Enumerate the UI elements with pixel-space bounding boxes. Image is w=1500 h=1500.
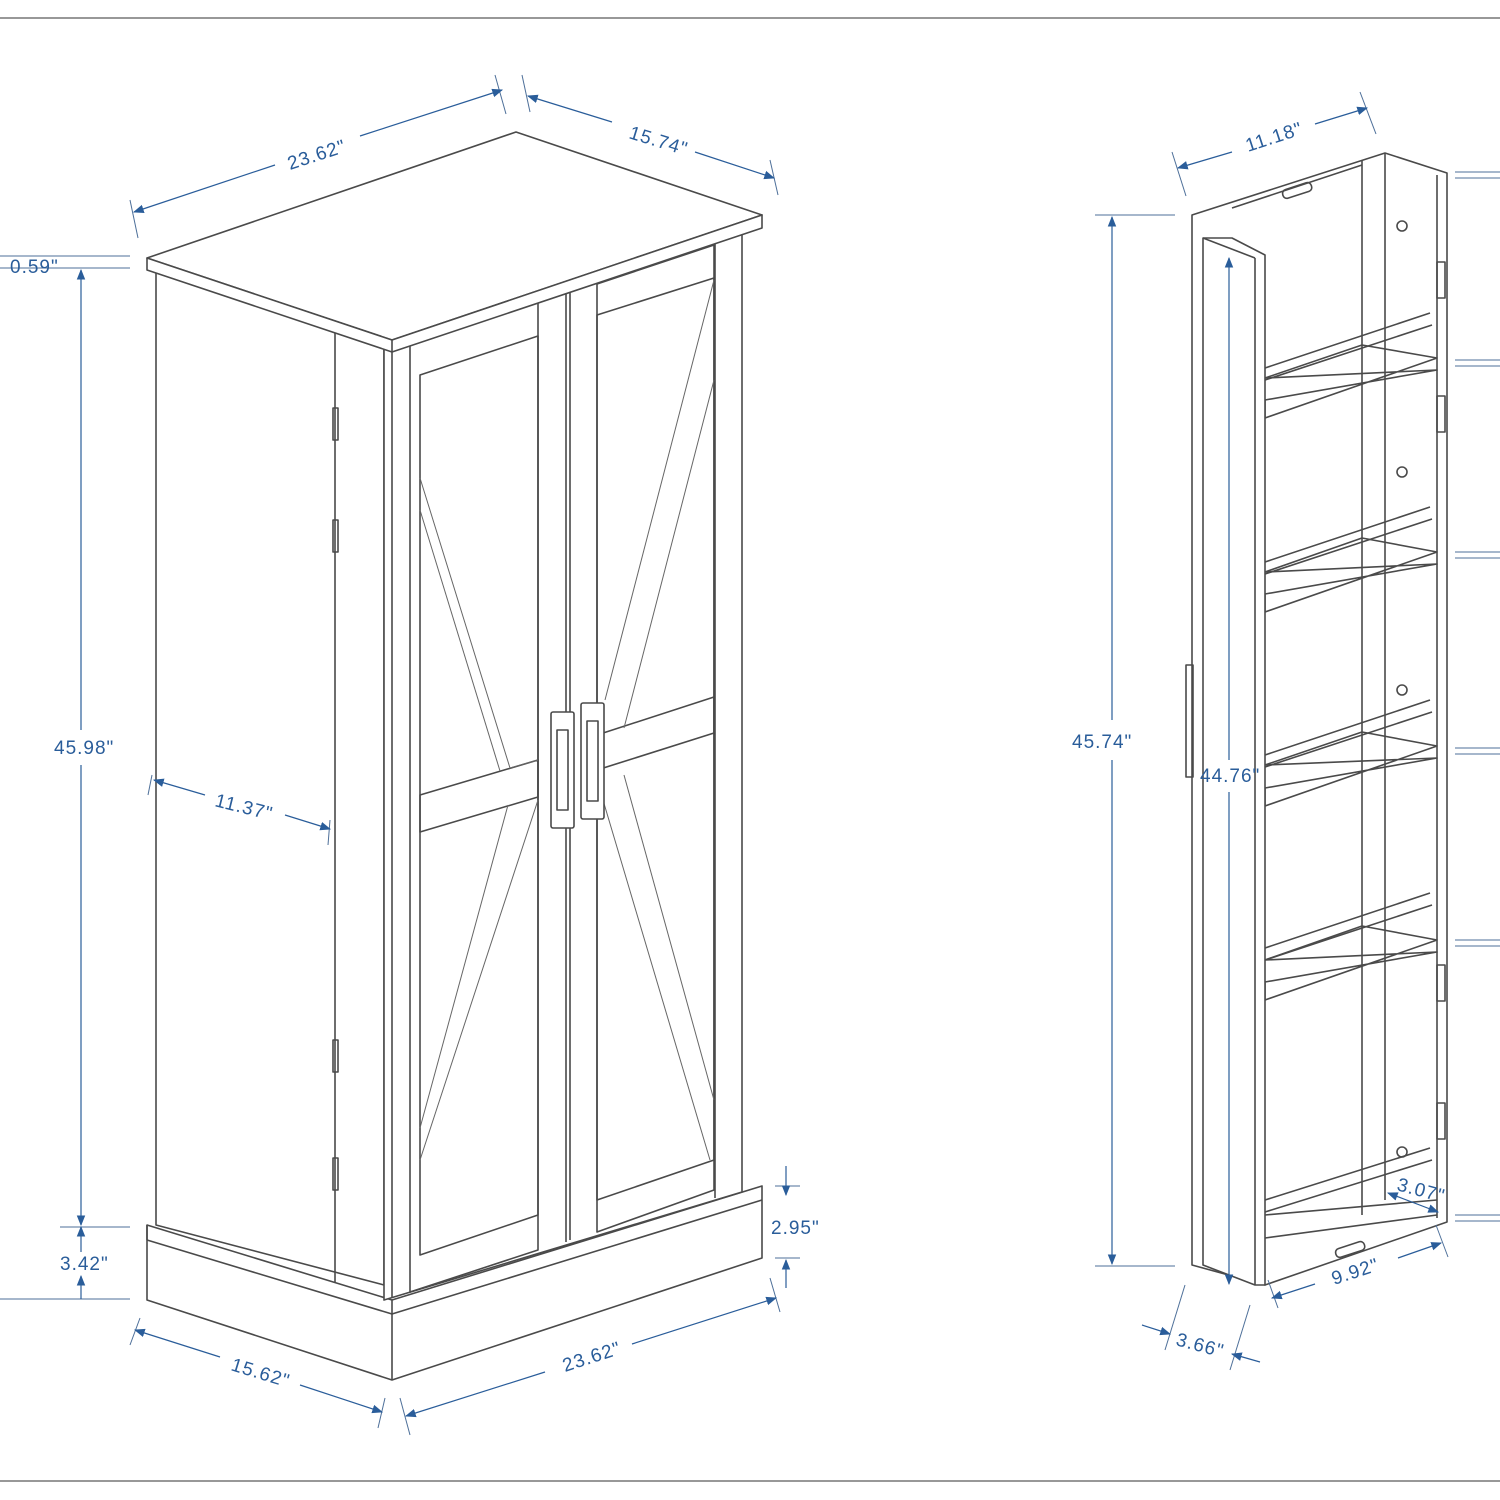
dim-base-width: 23.62" bbox=[560, 1338, 624, 1377]
hinges bbox=[332, 407, 339, 1191]
dim-top-thickness: 0.59" bbox=[10, 257, 59, 278]
cabinet-drawing bbox=[146, 131, 763, 1381]
top-bracket bbox=[1281, 181, 1313, 200]
right-edge-extension-lines bbox=[1455, 171, 1500, 1222]
door-hinges bbox=[1436, 261, 1446, 1140]
dim-door-thickness: 3.66" bbox=[1174, 1330, 1227, 1363]
dim-base-height-right: 2.95" bbox=[771, 1218, 820, 1239]
dim-top-width: 23.62" bbox=[285, 136, 349, 175]
door-handles[interactable] bbox=[550, 702, 605, 829]
left-door-rail bbox=[419, 759, 539, 833]
dim-base-height-left: 3.42" bbox=[60, 1254, 109, 1275]
door-front-post bbox=[1202, 237, 1266, 1286]
mounting-holes bbox=[1396, 220, 1408, 1158]
bottom-bracket bbox=[1334, 1240, 1366, 1259]
dim-outer-height: 45.74" bbox=[1072, 732, 1132, 753]
shelf-rails bbox=[1264, 312, 1433, 1213]
cabinet-side bbox=[155, 271, 385, 1286]
dim-top-depth: 15.74" bbox=[627, 123, 691, 161]
door-drawing bbox=[1185, 152, 1448, 1286]
door-latch bbox=[1185, 664, 1194, 778]
dim-door-width: 11.18" bbox=[1243, 119, 1305, 157]
dim-base-depth: 15.62" bbox=[229, 1355, 293, 1393]
dim-body-height: 45.98" bbox=[54, 738, 114, 759]
dim-inner-height: 44.76" bbox=[1200, 766, 1260, 787]
